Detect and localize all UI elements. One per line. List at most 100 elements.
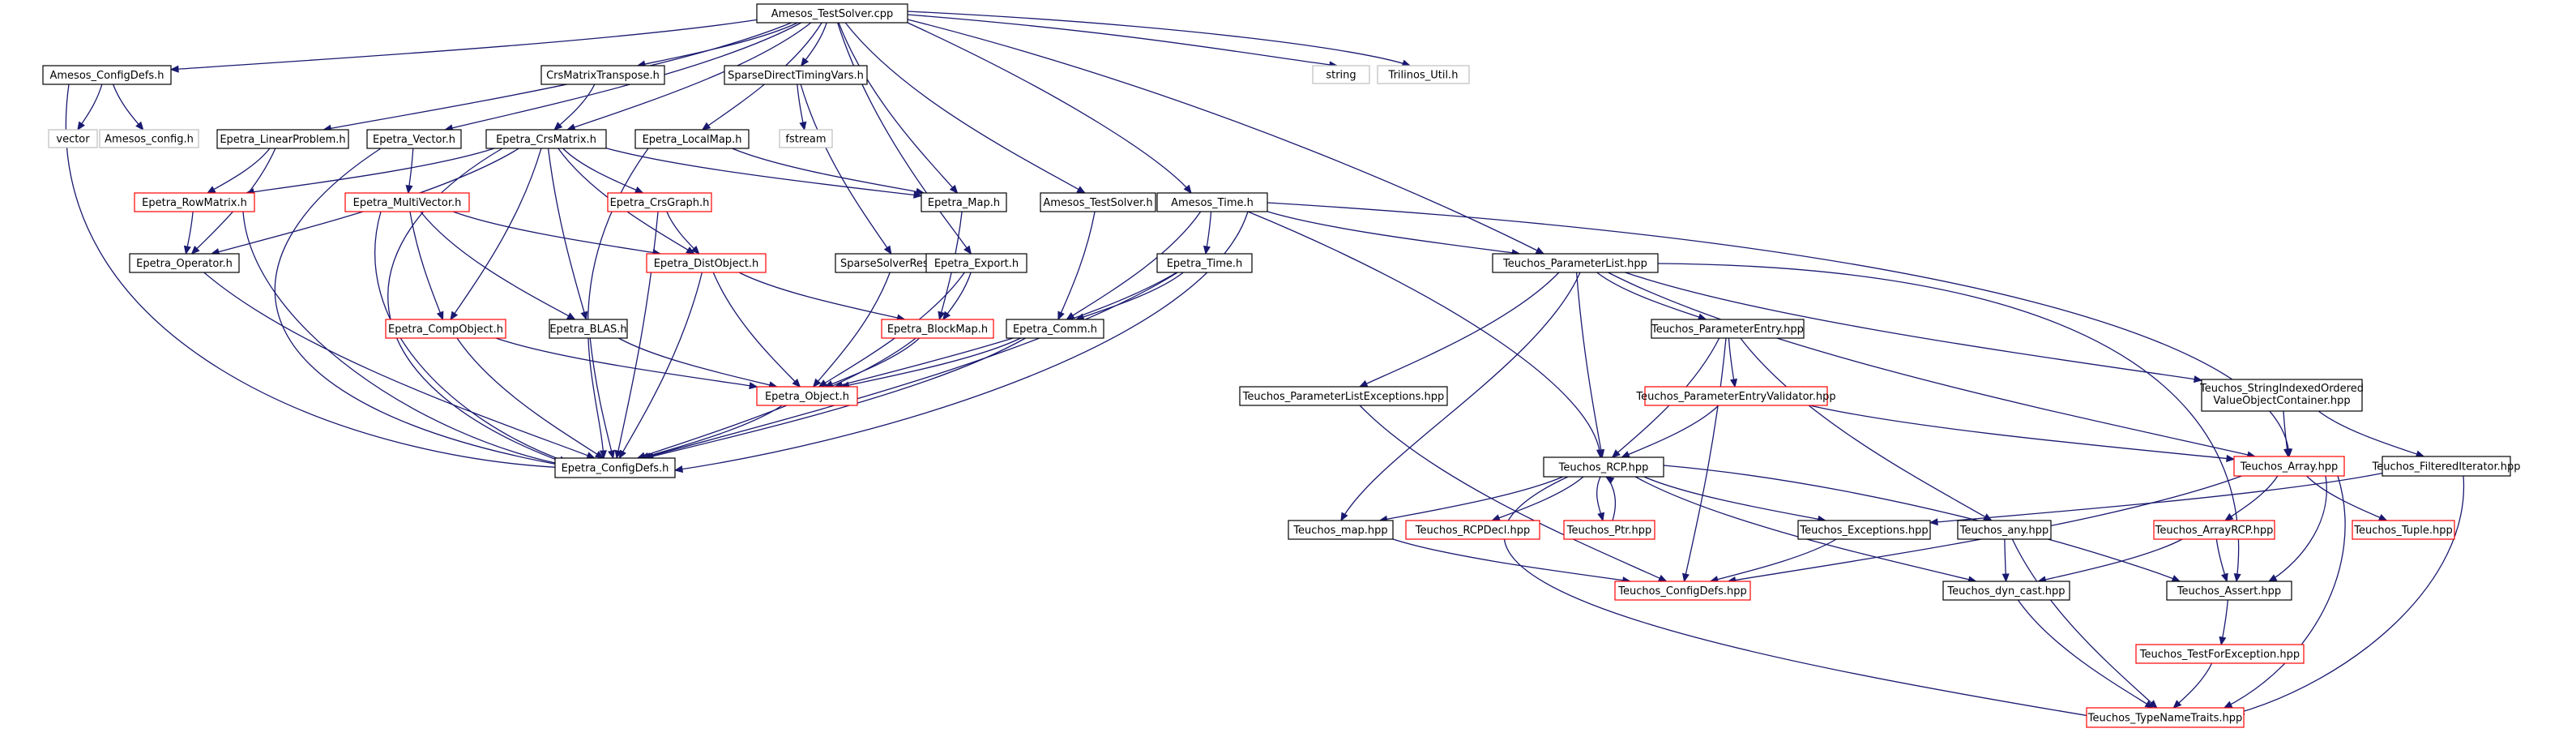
node-box-n25[interactable]: [1492, 253, 1659, 273]
node-box-n26[interactable]: [385, 319, 506, 339]
node-n11[interactable]: Epetra_LinearProblem.h: [216, 129, 349, 149]
node-box-n27[interactable]: [549, 319, 628, 339]
node-n47[interactable]: Teuchos_Assert.hpp: [2166, 581, 2292, 601]
node-box-n28[interactable]: [881, 319, 994, 339]
node-box-n17[interactable]: [921, 192, 1007, 212]
node-n13[interactable]: Epetra_LocalMap.h: [634, 129, 750, 149]
node-n45[interactable]: Teuchos_ConfigDefs.hpp: [1614, 581, 1751, 601]
node-n49[interactable]: Teuchos_TypeNameTraits.hpp: [2086, 707, 2245, 728]
node-n31[interactable]: Epetra_Object.h: [756, 386, 858, 406]
node-n26[interactable]: Epetra_CompObject.h: [385, 319, 506, 339]
node-n48[interactable]: Teuchos_TestForException.hpp: [2135, 644, 2305, 664]
node-n27[interactable]: Epetra_BLAS.h: [549, 319, 628, 339]
node-box-n14[interactable]: [134, 192, 255, 212]
node-box-n30[interactable]: [1651, 319, 1805, 339]
node-n32[interactable]: Teuchos_ParameterListExceptions.hpp: [1239, 386, 1448, 406]
node-n21[interactable]: Epetra_DistObject.h: [646, 253, 767, 273]
node-box-n40[interactable]: [1563, 520, 1655, 540]
node-box-n5[interactable]: [540, 65, 665, 85]
node-n5[interactable]: CrsMatrixTranspose.h: [540, 65, 665, 85]
node-box-n43[interactable]: [2153, 520, 2275, 540]
node-n23[interactable]: Epetra_Export.h: [925, 253, 1027, 273]
node-box-n29[interactable]: [1006, 319, 1104, 339]
node-box-n9[interactable]: [1312, 65, 1370, 84]
node-box-n33[interactable]: [1644, 386, 1828, 406]
node-box-n23[interactable]: [925, 253, 1027, 273]
node-n4[interactable]: Epetra_ConfigDefs.h: [554, 457, 676, 478]
node-n19[interactable]: Amesos_Time.h: [1156, 192, 1268, 212]
arrowhead-n25-n35: [1597, 448, 1605, 459]
node-n14[interactable]: Epetra_RowMatrix.h: [134, 192, 255, 212]
node-n15[interactable]: Epetra_MultiVector.h: [344, 192, 470, 212]
node-n28[interactable]: Epetra_BlockMap.h: [881, 319, 994, 339]
node-box-n18[interactable]: [1040, 192, 1156, 212]
node-n2[interactable]: vector: [48, 129, 98, 148]
node-n7[interactable]: SparseDirectTimingVars.h: [724, 65, 868, 85]
node-n24[interactable]: Epetra_Time.h: [1156, 253, 1253, 273]
node-box-n19[interactable]: [1156, 192, 1268, 212]
node-n39[interactable]: Teuchos_RCPDecl.hpp: [1405, 520, 1540, 540]
node-n40[interactable]: Teuchos_Ptr.hpp: [1563, 520, 1655, 540]
node-box-n39[interactable]: [1405, 520, 1540, 540]
node-box-n42[interactable]: [1957, 520, 2052, 540]
node-box-n1[interactable]: [42, 65, 172, 85]
edge-n6-n14: [246, 148, 495, 194]
node-n46[interactable]: Teuchos_dyn_cast.hpp: [1942, 581, 2070, 601]
node-n38[interactable]: Teuchos_map.hpp: [1288, 520, 1394, 540]
node-n17[interactable]: Epetra_Map.h: [921, 192, 1007, 212]
node-box-n20[interactable]: [129, 253, 240, 273]
node-n35[interactable]: Teuchos_RCP.hpp: [1543, 456, 1664, 478]
node-box-n48[interactable]: [2135, 644, 2305, 664]
node-box-n31[interactable]: [756, 386, 858, 406]
node-box-n10[interactable]: [1377, 65, 1470, 84]
node-box-n13[interactable]: [634, 129, 750, 149]
node-box-n6[interactable]: [485, 129, 607, 149]
node-box-n2[interactable]: [48, 129, 98, 148]
node-box-n46[interactable]: [1942, 581, 2070, 601]
node-n1[interactable]: Amesos_ConfigDefs.h: [42, 65, 172, 85]
node-box-n35[interactable]: [1543, 456, 1664, 478]
node-box-n21[interactable]: [646, 253, 767, 273]
node-n30[interactable]: Teuchos_ParameterEntry.hpp: [1651, 319, 1805, 339]
node-box-n0[interactable]: [756, 3, 908, 24]
node-n10[interactable]: Trilinos_Util.h: [1377, 65, 1470, 84]
node-n29[interactable]: Epetra_Comm.h: [1006, 319, 1104, 339]
node-n25[interactable]: Teuchos_ParameterList.hpp: [1492, 253, 1659, 273]
node-n16[interactable]: Epetra_CrsGraph.h: [607, 192, 712, 212]
node-n43[interactable]: Teuchos_ArrayRCP.hpp: [2153, 520, 2275, 540]
node-n18[interactable]: Amesos_TestSolver.h: [1040, 192, 1156, 212]
node-n3[interactable]: Amesos_config.h: [99, 129, 199, 148]
node-box-n45[interactable]: [1614, 581, 1751, 601]
node-box-n36[interactable]: [2233, 456, 2345, 477]
node-n41[interactable]: Teuchos_Exceptions.hpp: [1797, 520, 1931, 540]
node-n42[interactable]: Teuchos_any.hpp: [1957, 520, 2052, 540]
node-n12[interactable]: Epetra_Vector.h: [366, 129, 462, 149]
node-n0[interactable]: Amesos_TestSolver.cpp: [756, 3, 908, 24]
node-n20[interactable]: Epetra_Operator.h: [129, 253, 240, 273]
node-n36[interactable]: Teuchos_Array.hpp: [2233, 456, 2345, 477]
node-n34[interactable]: Teuchos_StringIndexedOrderedValueObjectC…: [2199, 379, 2364, 412]
node-box-n3[interactable]: [99, 129, 199, 148]
node-box-n44[interactable]: [2352, 520, 2455, 540]
node-box-n41[interactable]: [1797, 520, 1931, 540]
node-n6[interactable]: Epetra_CrsMatrix.h: [485, 129, 607, 149]
node-box-n7[interactable]: [724, 65, 868, 85]
node-box-n4[interactable]: [554, 457, 676, 478]
node-box-n16[interactable]: [607, 192, 712, 212]
node-box-n49[interactable]: [2086, 707, 2245, 728]
node-n9[interactable]: string: [1312, 65, 1370, 84]
node-box-n38[interactable]: [1288, 520, 1394, 540]
node-box-n8[interactable]: [779, 129, 833, 148]
node-n33[interactable]: Teuchos_ParameterEntryValidator.hpp: [1635, 386, 1836, 406]
node-box-n32[interactable]: [1239, 386, 1448, 406]
node-n37[interactable]: Teuchos_FilteredIterator.hpp: [2371, 456, 2521, 477]
node-box-n11[interactable]: [216, 129, 349, 149]
node-box-n12[interactable]: [366, 129, 462, 149]
node-box-n15[interactable]: [344, 192, 470, 212]
node-n44[interactable]: Teuchos_Tuple.hpp: [2352, 520, 2455, 540]
node-box-n37[interactable]: [2382, 456, 2511, 477]
node-n8[interactable]: fstream: [779, 129, 833, 148]
node-box-n34[interactable]: [2201, 379, 2363, 412]
node-box-n24[interactable]: [1156, 253, 1253, 273]
node-box-n47[interactable]: [2166, 581, 2292, 601]
